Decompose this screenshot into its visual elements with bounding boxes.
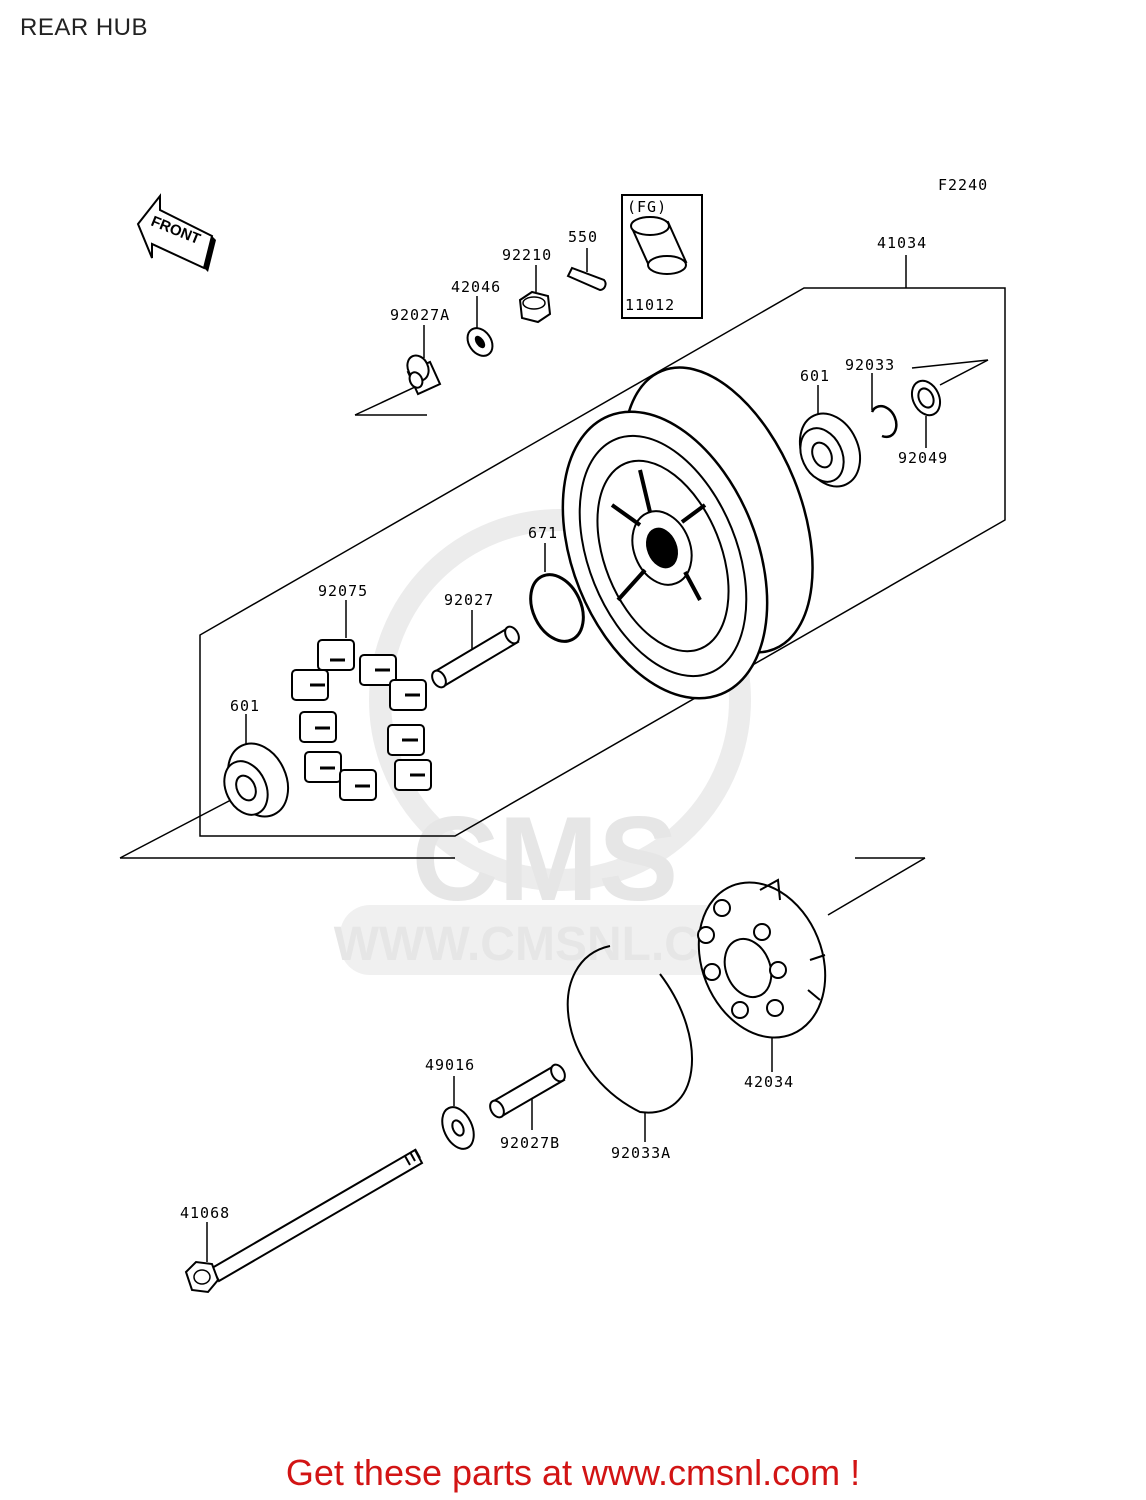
- part-label-42046: 42046: [451, 278, 501, 296]
- circlip-icon: [870, 404, 898, 439]
- part-label-92033a: 92033A: [611, 1144, 671, 1162]
- cotter-pin-icon: [566, 266, 607, 292]
- collar-92027b-icon: [489, 1063, 566, 1119]
- o-ring-icon: [529, 573, 585, 643]
- part-label-49016: 49016: [425, 1056, 475, 1074]
- coupling-icon: [697, 878, 827, 1039]
- part-label-41034: 41034: [877, 234, 927, 252]
- assembly-bracket: [119, 255, 1006, 916]
- collar-92027-icon: [431, 625, 520, 689]
- part-label-42034: 42034: [744, 1073, 794, 1091]
- part-label-550: 550: [568, 228, 598, 246]
- part-label-92027a: 92027A: [390, 306, 450, 324]
- bearing-left-icon: [223, 742, 290, 818]
- collar-icon: [630, 216, 688, 275]
- part-label-92027b: 92027B: [500, 1134, 560, 1152]
- part-label-601-top: 601: [800, 367, 830, 385]
- part-label-92027: 92027: [444, 591, 494, 609]
- part-label-92210: 92210: [502, 246, 552, 264]
- part-label-601-left: 601: [230, 697, 260, 715]
- washer-icon: [466, 327, 494, 357]
- damper-icon: [291, 639, 432, 801]
- part-label-11012: 11012: [625, 296, 675, 314]
- figure-code: F2240: [938, 176, 988, 194]
- bearing-top-icon: [798, 412, 862, 488]
- part-label-92033: 92033: [845, 356, 895, 374]
- axle-icon: [184, 1148, 424, 1294]
- wheel-icon: [561, 366, 814, 700]
- watermark-logo: CMS: [412, 792, 679, 926]
- washer-49016-icon: [441, 1106, 475, 1150]
- part-label-41068: 41068: [180, 1204, 230, 1222]
- front-arrow-icon: FRONT: [136, 193, 216, 272]
- fg-box: (FG) 11012: [621, 194, 703, 319]
- part-label-92075: 92075: [318, 582, 368, 600]
- large-circlip-icon: [566, 945, 693, 1114]
- part-label-671: 671: [528, 524, 558, 542]
- oil-seal-icon: [910, 379, 942, 417]
- footer-link-text[interactable]: Get these parts at www.cmsnl.com !: [285, 1452, 861, 1493]
- fg-label: (FG): [627, 198, 667, 216]
- part-label-92049: 92049: [898, 449, 948, 467]
- nut-icon: [518, 290, 552, 324]
- collar-92027a-icon: [406, 354, 442, 396]
- page-title: REAR HUB: [20, 14, 149, 41]
